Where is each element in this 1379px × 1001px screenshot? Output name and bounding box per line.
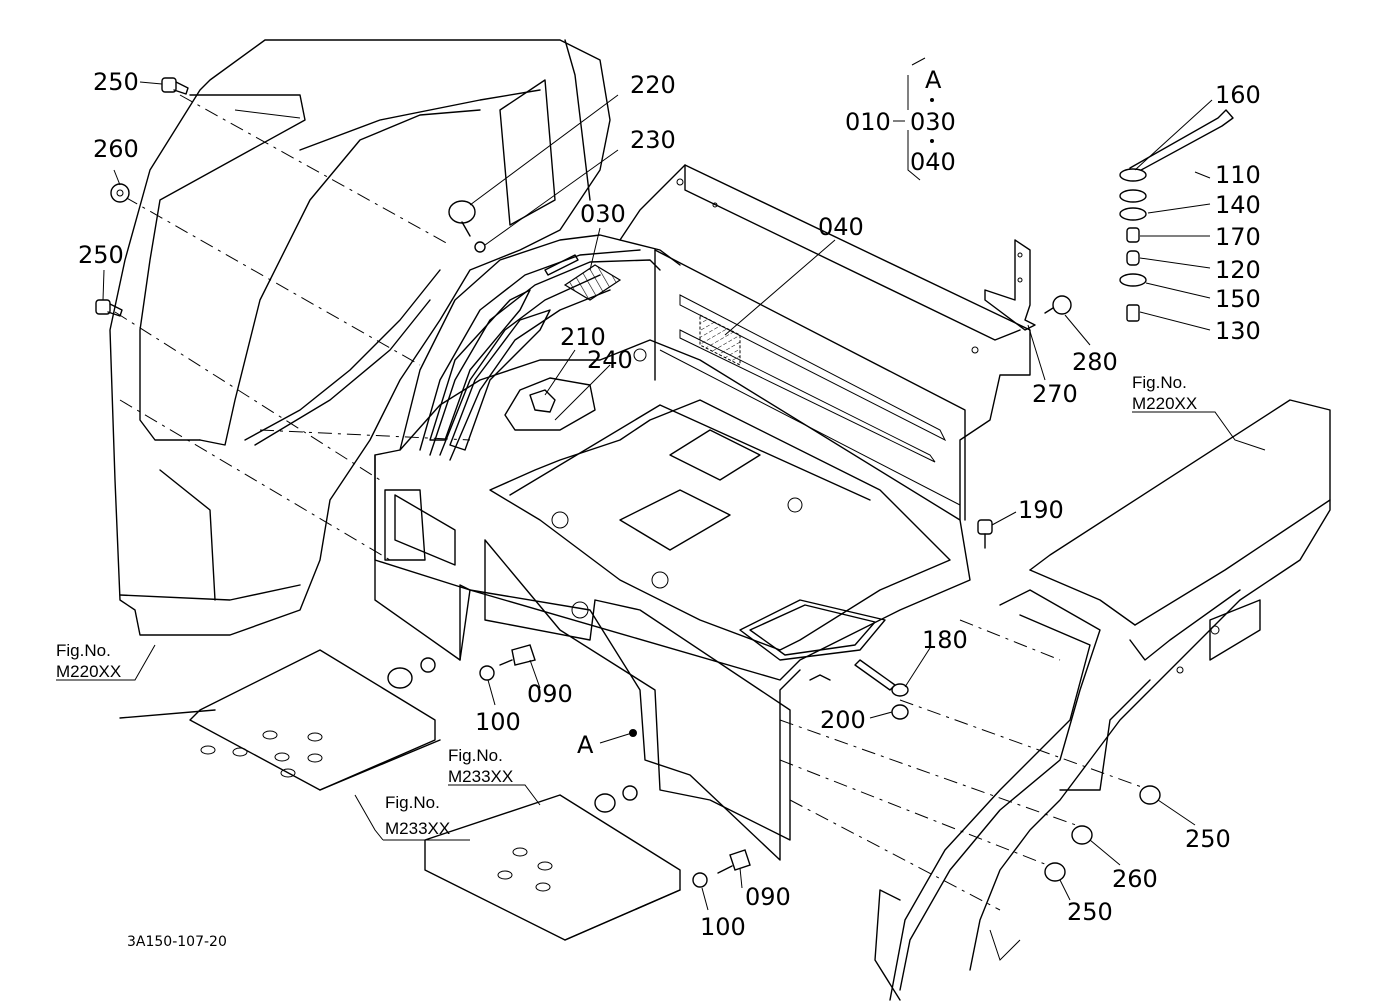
part-label: 220 bbox=[630, 71, 676, 99]
group-member-a: A bbox=[925, 66, 942, 94]
part-label: 030 bbox=[580, 200, 626, 228]
part-label: 170 bbox=[1215, 223, 1261, 251]
svg-text:Fig.No.: Fig.No. bbox=[1132, 373, 1187, 392]
step-plate-right bbox=[424, 794, 681, 941]
part-label: 250 bbox=[1067, 898, 1113, 926]
svg-text:Fig.No.: Fig.No. bbox=[385, 793, 440, 812]
decal-040 bbox=[699, 314, 741, 366]
group-callout: A 010 030 040 bbox=[845, 66, 956, 176]
part-label: 280 bbox=[1072, 348, 1118, 376]
figure-ref-number[interactable]: M220XX bbox=[1132, 394, 1197, 413]
group-member-030: 030 bbox=[910, 108, 956, 136]
hardware bbox=[95, 77, 1234, 888]
part-label: 210 bbox=[560, 323, 606, 351]
bracket-270 bbox=[984, 239, 1036, 331]
figure-ref-number[interactable]: M233XX bbox=[385, 819, 450, 838]
part-label: 250 bbox=[78, 241, 124, 269]
rear-cover bbox=[619, 164, 1031, 521]
part-label: 250 bbox=[93, 68, 139, 96]
decal-030 bbox=[563, 264, 622, 301]
figure-ref-step-left[interactable]: Fig.No. M233XX bbox=[385, 793, 450, 838]
right-fender bbox=[874, 399, 1331, 1001]
view-marker-dot bbox=[629, 729, 637, 737]
part-label: 180 bbox=[922, 626, 968, 654]
part-label: 260 bbox=[1112, 865, 1158, 893]
part-label: 100 bbox=[700, 913, 746, 941]
part-label: 110 bbox=[1215, 161, 1261, 189]
part-labels: 250 260 250 220 230 030 040 210 240 160 … bbox=[78, 68, 1261, 941]
part-label: 040 bbox=[818, 213, 864, 241]
part-label: 120 bbox=[1215, 256, 1261, 284]
floor-platform bbox=[374, 234, 971, 861]
part-label: 100 bbox=[475, 708, 521, 736]
figure-ref-step-right[interactable]: Fig.No. M233XX bbox=[448, 746, 513, 786]
figure-ref-right[interactable]: Fig.No. M220XX bbox=[1132, 373, 1197, 413]
step-plate-left bbox=[119, 649, 441, 791]
part-label: 140 bbox=[1215, 191, 1261, 219]
part-label: 270 bbox=[1032, 380, 1078, 408]
part-label: 160 bbox=[1215, 81, 1261, 109]
part-label: 200 bbox=[820, 706, 866, 734]
part-label: 150 bbox=[1215, 285, 1261, 313]
view-marker-label: A bbox=[577, 731, 594, 759]
svg-text:Fig.No.: Fig.No. bbox=[56, 641, 111, 660]
group-dot bbox=[930, 98, 934, 102]
group-member-040: 040 bbox=[910, 148, 956, 176]
figure-ref-number[interactable]: M233XX bbox=[448, 767, 513, 786]
part-label: 240 bbox=[587, 346, 633, 374]
part-label: 260 bbox=[93, 135, 139, 163]
part-label: 090 bbox=[745, 883, 791, 911]
left-fender bbox=[109, 39, 611, 636]
part-label: 250 bbox=[1185, 825, 1231, 853]
leader-lines bbox=[56, 57, 1266, 911]
svg-text:Fig.No.: Fig.No. bbox=[448, 746, 503, 765]
figure-ref-left[interactable]: Fig.No. M220XX bbox=[56, 641, 121, 681]
part-label: 230 bbox=[630, 126, 676, 154]
group-dot bbox=[930, 139, 934, 143]
drawing-code: 3A150-107-20 bbox=[127, 934, 227, 950]
figure-ref-number[interactable]: M220XX bbox=[56, 662, 121, 681]
group-parent: 010 bbox=[845, 108, 891, 136]
part-label: 130 bbox=[1215, 317, 1261, 345]
right-fender-axis-lines bbox=[779, 619, 1151, 911]
part-label: 190 bbox=[1018, 496, 1064, 524]
part-label: 090 bbox=[527, 680, 573, 708]
